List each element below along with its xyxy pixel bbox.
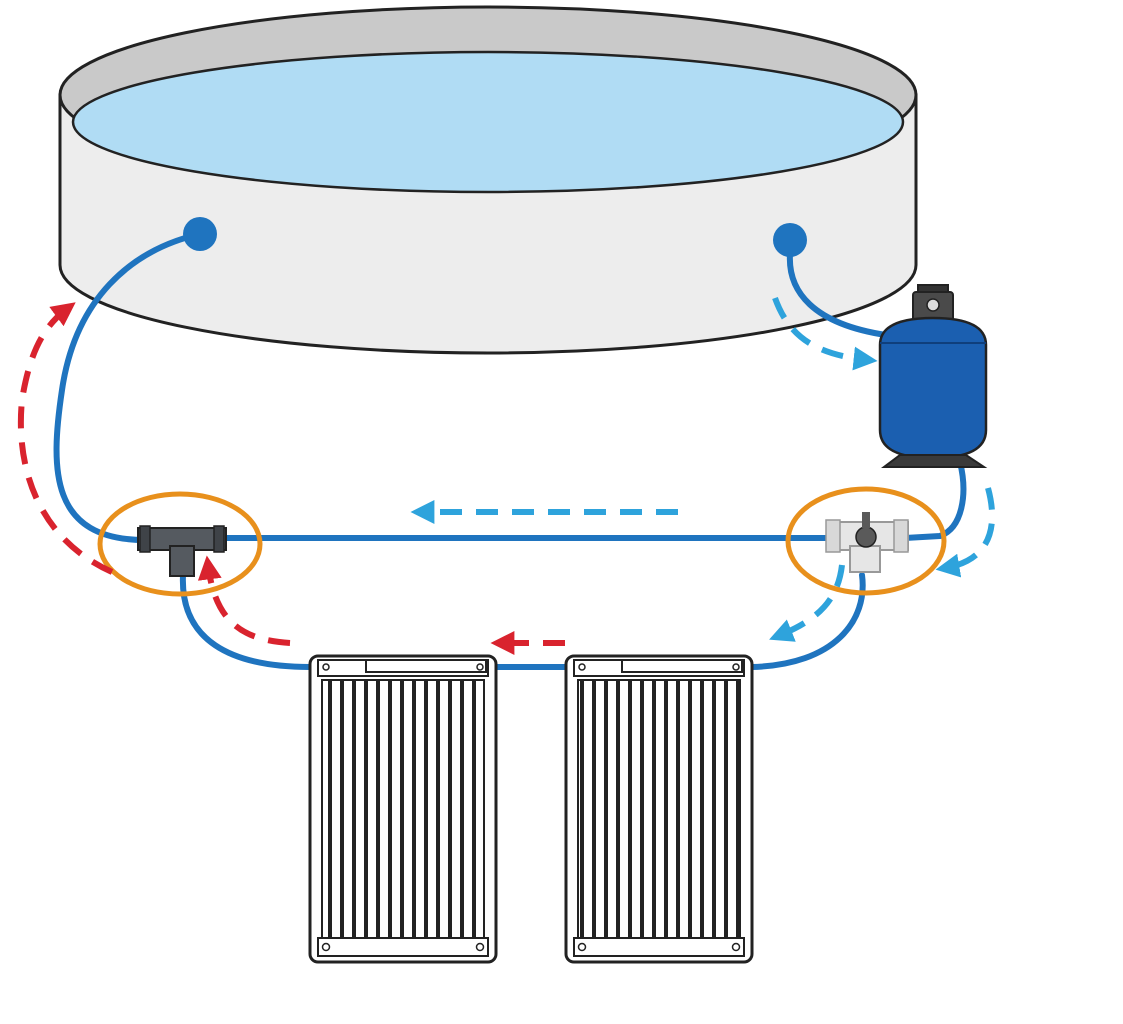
bolt-icon	[322, 663, 330, 671]
tee-collar-right	[213, 525, 225, 553]
valve-stem	[862, 512, 870, 528]
bolt-icon	[475, 942, 485, 952]
solar-panel-1	[308, 654, 498, 964]
tee-fitting	[137, 525, 227, 577]
hot-flow-arrows	[17, 302, 565, 655]
bolt-icon	[321, 942, 331, 952]
panel-footer	[573, 937, 745, 957]
valve-handle-icon	[855, 526, 877, 548]
panel-return-pipe	[179, 572, 313, 670]
valve-cap-left	[825, 519, 841, 553]
panel-feed-pipe	[749, 572, 866, 670]
pressure-gauge-icon	[926, 298, 940, 312]
return-pipe	[53, 231, 203, 543]
tee-highlight-ring	[97, 491, 263, 597]
return-inlet	[183, 217, 217, 251]
pool	[58, 5, 918, 355]
tee-stem	[169, 545, 195, 577]
filter-base	[881, 454, 988, 468]
valve-outlet	[849, 545, 881, 573]
filter-tank	[878, 316, 988, 460]
panel-header-bar	[621, 659, 743, 673]
bolt-icon	[578, 663, 586, 671]
cold-arrow-to-panels	[769, 564, 845, 642]
bolt-icon	[577, 942, 587, 952]
panel-footer	[317, 937, 489, 957]
hot-arrow-panels-to-tee	[197, 555, 291, 646]
suction-pipe	[786, 237, 889, 338]
hot-arrow-return-to-pool	[17, 302, 114, 575]
cold-arrow-outlet-to-filter	[772, 296, 878, 371]
bolt-icon	[476, 663, 484, 671]
valve-highlight-ring	[785, 486, 947, 596]
panel-header-bar	[365, 659, 487, 673]
bypass-valve	[825, 512, 909, 573]
tee-collar-left	[139, 525, 151, 553]
suction-outlet	[773, 223, 807, 257]
bolt-icon	[731, 942, 741, 952]
solar-panel-2	[564, 654, 754, 964]
bolt-icon	[732, 663, 740, 671]
filter-pump	[878, 284, 988, 468]
valve-cap-right	[893, 519, 909, 553]
cold-arrow-filter-to-valve	[935, 487, 996, 578]
pool-water	[71, 50, 905, 194]
cold-flow-arrows	[410, 296, 996, 642]
panel-fins	[577, 679, 741, 939]
panel-fins	[321, 679, 485, 939]
